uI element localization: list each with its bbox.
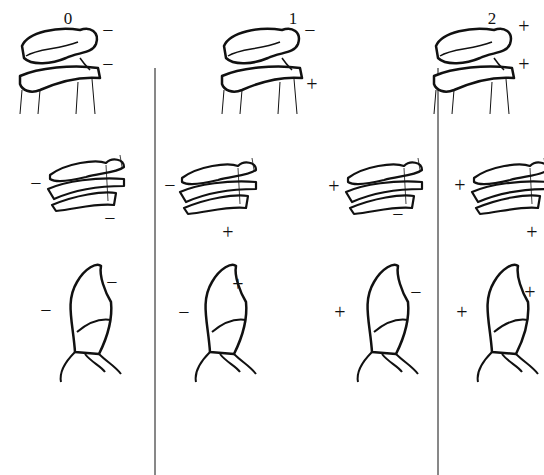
state-sign: + — [456, 302, 467, 322]
state-sign: + — [526, 222, 537, 242]
state-sign: + — [232, 274, 243, 294]
state-sign: − — [392, 204, 403, 224]
state-sign: − — [178, 302, 189, 322]
state-sign: − — [30, 173, 41, 193]
divider-line — [438, 68, 439, 475]
state-sign: + — [334, 302, 345, 322]
state-sign: + — [518, 16, 529, 36]
state-sign: + — [222, 222, 233, 242]
state-sign: − — [104, 208, 115, 228]
state-sign: − — [40, 300, 51, 320]
state-sign: + — [306, 74, 317, 94]
state-sign: − — [304, 20, 315, 40]
state-number: 1 — [289, 10, 298, 27]
state-sign: + — [518, 54, 529, 74]
divider-line — [155, 68, 156, 475]
state-number: 2 — [488, 10, 497, 27]
state-sign: − — [102, 54, 113, 74]
state-sign: − — [410, 282, 421, 302]
state-number: 0 — [64, 10, 73, 27]
state-sign: + — [328, 176, 339, 196]
state-sign: − — [106, 272, 117, 292]
state-sign: + — [524, 282, 535, 302]
state-sign: + — [454, 175, 465, 195]
state-sign: − — [102, 20, 113, 40]
state-sign: − — [164, 175, 175, 195]
